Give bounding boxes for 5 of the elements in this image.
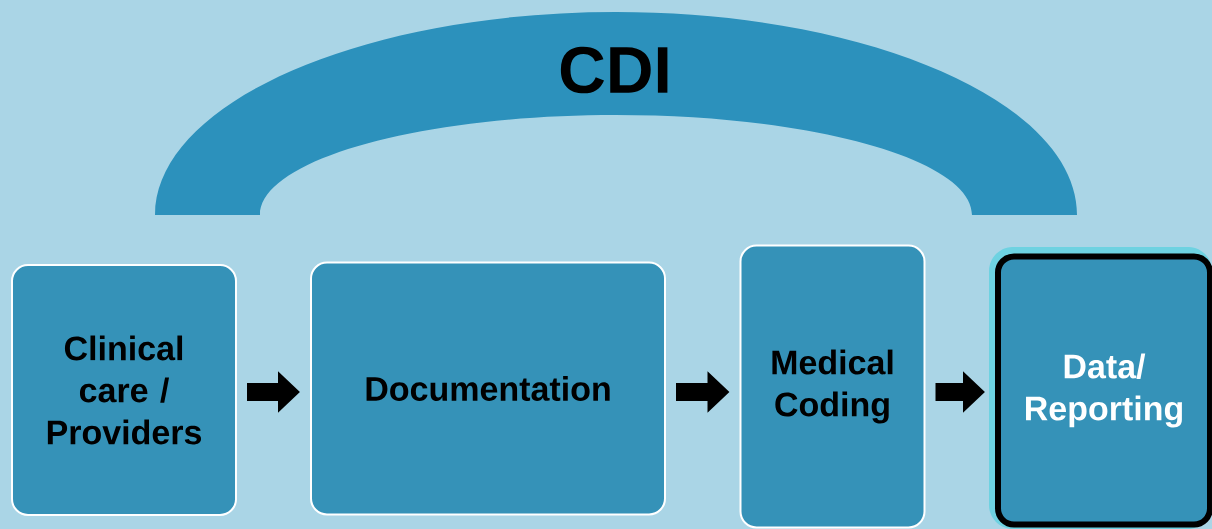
arch-band: CDI — [155, 12, 1077, 215]
process-box: Clinical care / Providers — [11, 264, 237, 516]
process-box: Documentation — [310, 261, 666, 516]
process-box: Data/ Reporting — [989, 247, 1212, 529]
process-box: Medical Coding — [739, 244, 926, 529]
